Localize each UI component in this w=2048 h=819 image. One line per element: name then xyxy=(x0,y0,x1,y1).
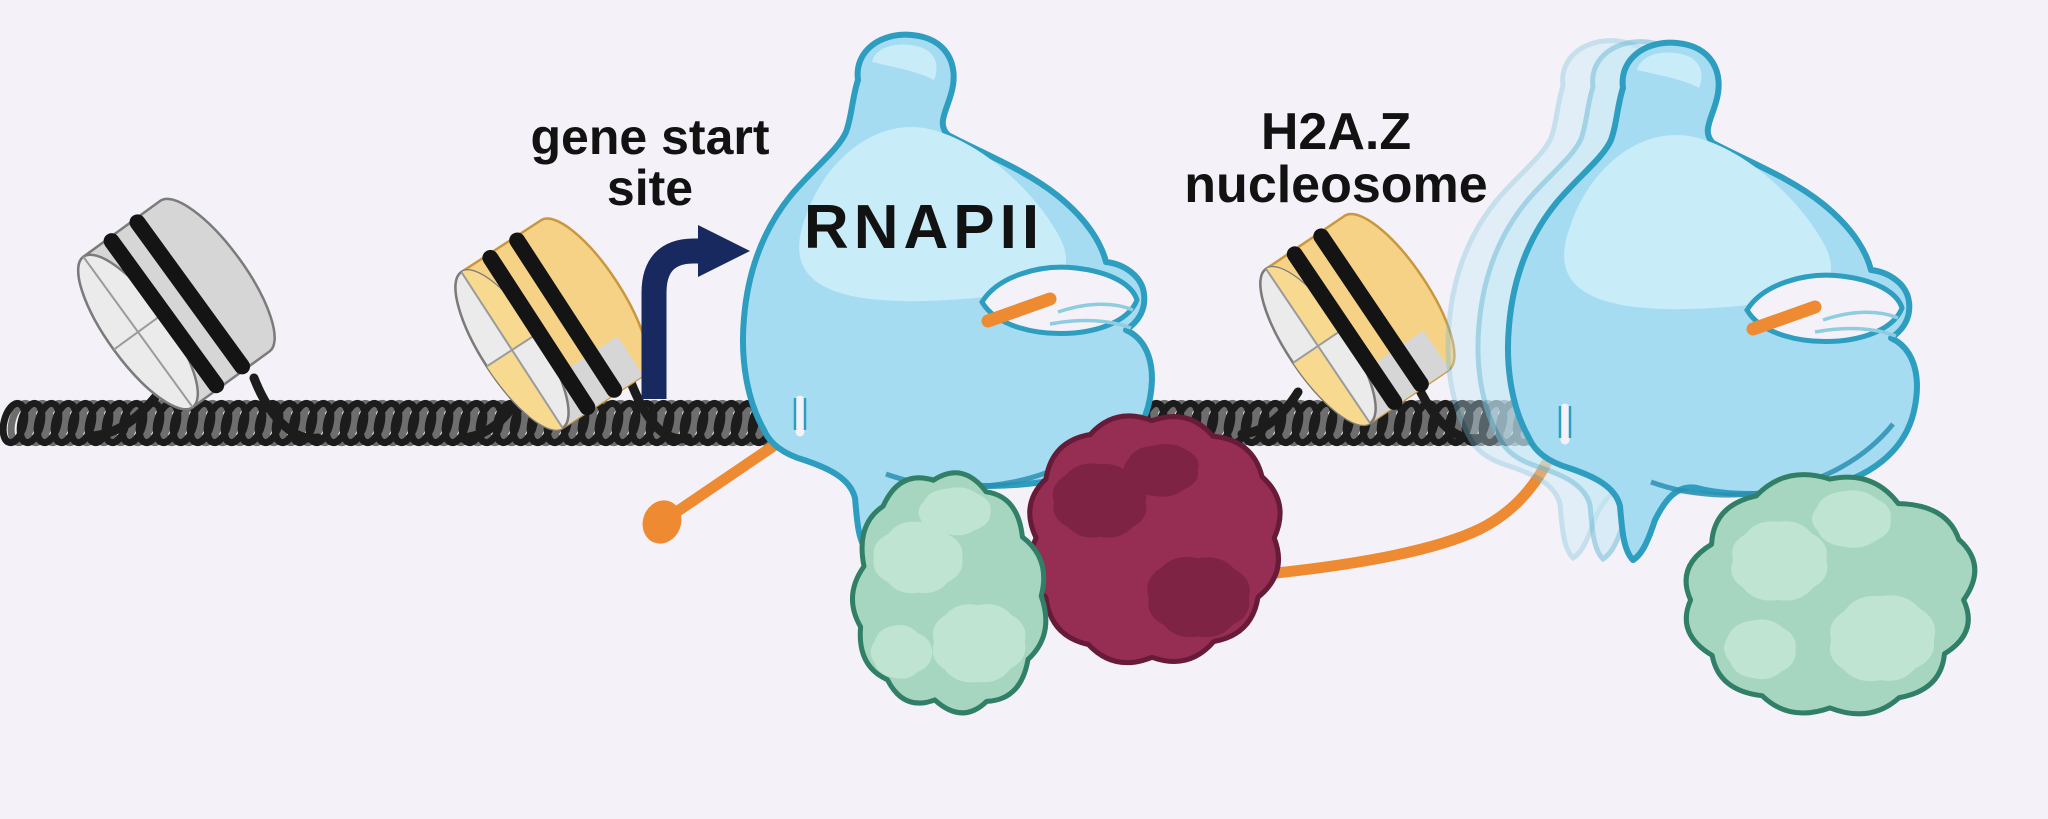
factor-maroon xyxy=(1027,413,1283,666)
rnapii-label: RNAPII xyxy=(803,193,1045,262)
dna-wrap-band xyxy=(1286,246,1403,410)
linker-dna xyxy=(1237,387,1303,439)
chaperone-teal-texture-patch xyxy=(873,521,963,594)
linker-dna xyxy=(87,389,163,441)
gene-start-site-label: gene start site xyxy=(530,109,770,216)
linker-dna xyxy=(625,375,693,444)
chaperone-teal-texture-patch xyxy=(1724,619,1796,680)
arrow-head xyxy=(698,225,750,277)
arrow-shaft xyxy=(641,238,700,399)
chaperone-teal-texture-patch xyxy=(1731,521,1828,601)
chaperone-teal-1 xyxy=(849,470,1049,716)
h2az-face-quarter xyxy=(1293,346,1371,425)
h2az-face-quarter xyxy=(1265,267,1343,346)
histone-division-lines xyxy=(460,271,564,429)
dna-wrap-band xyxy=(129,214,251,375)
gene-start-arrow-icon xyxy=(641,225,750,399)
nucleosome-canonical xyxy=(76,197,276,411)
dna-wrap-band xyxy=(103,233,225,394)
dna-wrap-band xyxy=(509,232,623,398)
rna-5prime-cap xyxy=(642,500,682,544)
factor-maroon-texture-patch xyxy=(1147,557,1250,638)
h2az-nucleosome-label: H2A.Z nucleosome xyxy=(1184,103,1488,215)
nucleosome-h2az-promoter xyxy=(454,217,650,431)
factor-maroon-texture-patch xyxy=(1123,443,1199,497)
linker-dna xyxy=(457,395,523,443)
chaperone-teal-texture-patch xyxy=(1829,595,1936,682)
chaperone-teal-2 xyxy=(1683,472,1978,717)
factor-maroon-texture-patch xyxy=(1052,463,1147,538)
dna-wrap-band xyxy=(482,249,596,416)
linker-dna xyxy=(249,373,323,443)
histone-division-lines xyxy=(1265,268,1371,424)
chaperone-teal-texture-patch xyxy=(932,604,1026,683)
h2az-face-quarter xyxy=(461,270,538,350)
chaperone-teal-texture-patch xyxy=(1811,490,1891,548)
chaperone-teal-texture-patch xyxy=(918,487,991,536)
chaperone-teal-texture-patch xyxy=(870,625,933,679)
dna-wrap-band xyxy=(1313,228,1429,392)
histone-division-lines xyxy=(82,256,194,408)
nucleosome-h2az-gene-body xyxy=(1259,212,1456,427)
h2az-face-quarter xyxy=(486,350,563,430)
